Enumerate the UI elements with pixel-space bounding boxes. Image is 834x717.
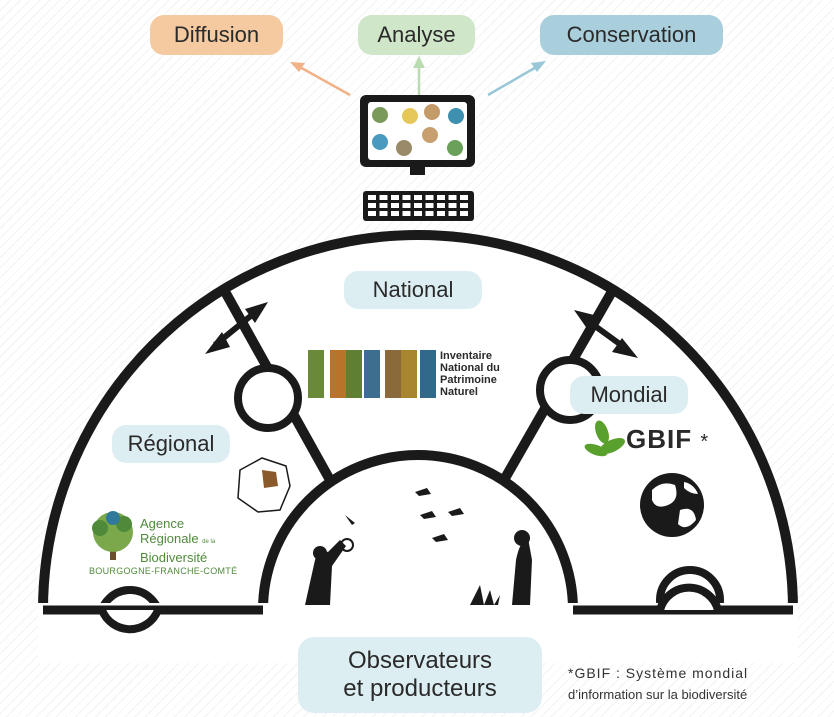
footnote-line1: *GBIF : Système mondial [568, 665, 749, 681]
keyboard-key [391, 211, 399, 216]
bird-icon [415, 488, 431, 496]
species-icon [372, 134, 388, 150]
observer-head-left [313, 546, 327, 560]
keyboard-key [379, 203, 388, 208]
keyboard-key [448, 195, 457, 200]
arrow-head-analyse [413, 56, 425, 68]
inpn-caption-line: Naturel [440, 386, 478, 398]
keyboard-key [391, 203, 399, 208]
keyboard-key [402, 203, 411, 208]
species-icon [422, 127, 438, 143]
arb-line1: Agence [140, 516, 185, 531]
arrow-head-conservation [531, 61, 546, 72]
arb-line2-main: Régionale [140, 531, 199, 546]
keyboard-key [368, 203, 376, 208]
computer-icon [360, 95, 475, 221]
keyboard-key [402, 211, 411, 216]
arb-region: BOURGOGNE-FRANCHE-COMTÉ [89, 566, 238, 576]
keyboard-key [414, 203, 422, 208]
species-icon [447, 140, 463, 156]
observer-head-right [514, 530, 530, 546]
keyboard-key [448, 211, 457, 216]
exchange-arrow-right [574, 310, 638, 358]
output-arrows [290, 56, 546, 97]
bfc-region-highlight [262, 470, 278, 488]
species-icon [448, 108, 464, 124]
arb-tree-logo [92, 511, 133, 560]
keyboard-key [379, 211, 388, 216]
magnifier-icon [340, 538, 354, 552]
observers-line2: et producteurs [343, 675, 497, 702]
gbif-wordmark: GBIF * [626, 424, 709, 455]
keyboard-key [414, 195, 422, 200]
puzzle-notch-left [98, 608, 162, 634]
analyse-pill: Analyse [358, 15, 475, 55]
inpn-caption-line: Inventaire [440, 350, 492, 362]
dragonfly-icon [345, 515, 355, 525]
national-pill: National [344, 271, 482, 309]
observer-silhouette-left [305, 540, 346, 605]
keyboard-key [460, 211, 468, 216]
keyboard-key [402, 195, 411, 200]
gbif-text: GBIF [626, 424, 693, 454]
exchange-arrow-left [205, 302, 268, 354]
arb-line2: Régionale de la [140, 531, 215, 550]
species-icon [424, 104, 440, 120]
keyboard-key [414, 211, 422, 216]
inpn-caption: Inventaire National du Patrimoine Nature… [440, 350, 520, 398]
keyboard-key [379, 195, 388, 200]
arb-line2-small: de la [202, 539, 216, 545]
puzzle-notch-right [656, 583, 722, 612]
gbif-asterisk: * [700, 431, 710, 453]
observer-silhouette-right [512, 538, 532, 605]
keyboard-key [437, 195, 445, 200]
arrow-to-diffusion [297, 64, 351, 97]
keyboard-key [425, 195, 434, 200]
keyboard-key [437, 211, 445, 216]
gbif-leaf-icon [584, 420, 625, 457]
inpn-caption-line: National du [440, 362, 500, 374]
keyboard-key [460, 195, 468, 200]
arb-logo-text: Agence Régionale de la Biodiversité [140, 516, 215, 565]
bird-icon [432, 534, 448, 542]
keyboard-key [448, 203, 457, 208]
inpn-logo [308, 350, 436, 398]
diffusion-pill: Diffusion [150, 15, 283, 55]
arrow-head-diffusion [290, 62, 305, 72]
keyboard-key [425, 203, 434, 208]
inpn-caption-line: Patrimoine [440, 374, 497, 386]
gbif-footnote: *GBIF : Système mondial d’information su… [568, 662, 828, 706]
keyboard-key [391, 195, 399, 200]
keyboard-key [425, 211, 434, 216]
keyboard-key [437, 203, 445, 208]
bird-icon [448, 508, 464, 516]
footnote-line2: d’information sur la biodiversité [568, 687, 748, 702]
arb-line3: Biodiversité [140, 550, 208, 565]
keyboard-key [368, 211, 376, 216]
arrow-to-conservation [487, 64, 539, 97]
species-icon [402, 108, 418, 124]
observers-line1: Observateurs [347, 647, 493, 674]
mondial-pill: Mondial [570, 376, 688, 414]
species-icon [396, 140, 412, 156]
keyboard-key [368, 195, 376, 200]
observers-pill: Observateurs et producteurs [298, 637, 542, 713]
globe-icon [640, 473, 704, 537]
species-icon [372, 107, 388, 123]
bird-icon [420, 511, 436, 519]
regional-pill: Régional [112, 425, 230, 463]
observers-silhouettes [305, 488, 532, 605]
plant-icon [470, 585, 500, 605]
inner-semicircle [258, 450, 578, 611]
conservation-pill: Conservation [540, 15, 723, 55]
puzzle-knob-left [234, 364, 302, 432]
keyboard-key [460, 203, 468, 208]
